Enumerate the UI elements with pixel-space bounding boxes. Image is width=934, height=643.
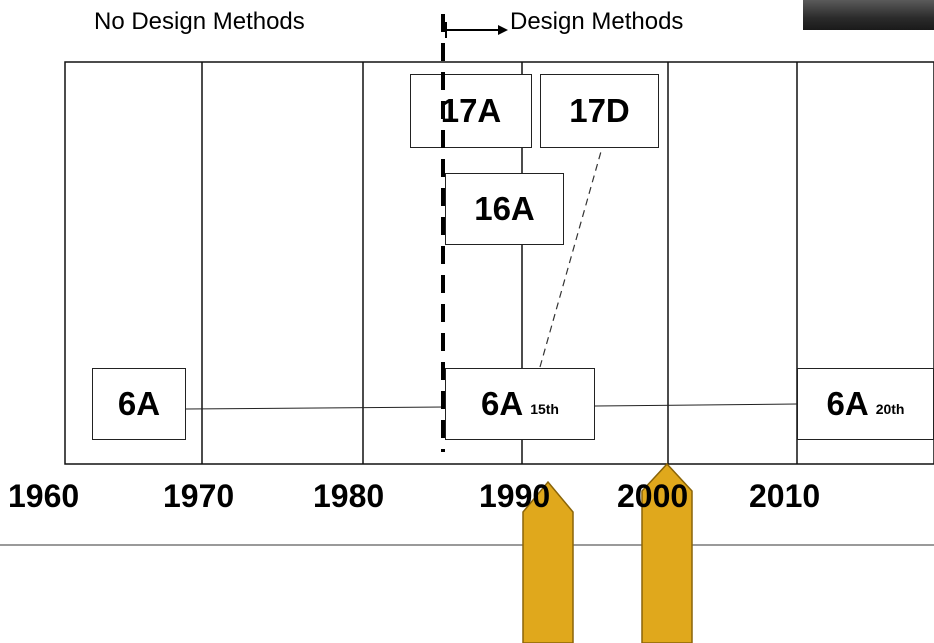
year-label-1990: 1990	[479, 478, 551, 514]
box-16a-label: 16A	[474, 190, 535, 227]
box-17a-label: 17A	[440, 92, 502, 129]
year-label-2010: 2010	[749, 478, 821, 514]
arrow-1990	[522, 480, 574, 643]
box-6a-left: 6A	[92, 368, 186, 440]
box-6a-20th-label: 6A	[826, 385, 869, 422]
box-6a-left-label: 6A	[117, 385, 161, 422]
label-no-design-methods: No Design Methods	[94, 8, 305, 35]
arrow-2000	[641, 462, 693, 643]
year-label-1980: 1980	[313, 478, 385, 514]
timeline-frame	[64, 61, 934, 465]
header-arrow-head	[498, 25, 508, 35]
box-6a-15th: 6A 15th	[445, 368, 595, 440]
year-label-2000: 2000	[617, 478, 689, 514]
year-label-1960: 1960	[8, 478, 80, 514]
box-6a-20th: 6A 20th	[797, 368, 934, 440]
label-design-methods: Design Methods	[510, 8, 684, 35]
box-6a-15th-sub: 15th	[530, 401, 559, 417]
box-17a: 17A	[410, 74, 532, 148]
box-17d-label: 17D	[569, 92, 630, 129]
box-16a: 16A	[445, 173, 564, 245]
year-label-1970: 1970	[163, 478, 235, 514]
photo-corner-image	[803, 0, 934, 30]
connector-6a-left	[185, 406, 446, 410]
connector-17d-dashed	[539, 147, 603, 368]
connector-6a-right	[594, 403, 798, 407]
box-6a-20th-sub: 20th	[875, 401, 905, 417]
box-6a-15th-label: 6A	[481, 385, 524, 422]
box-17d: 17D	[540, 74, 659, 148]
